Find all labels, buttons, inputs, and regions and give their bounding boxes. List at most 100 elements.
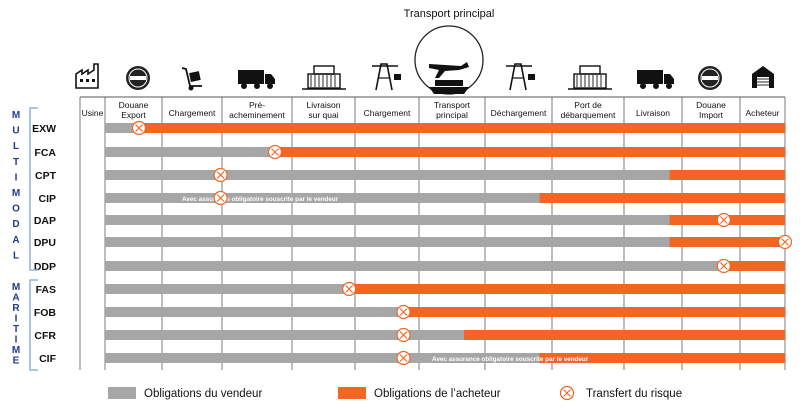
column-header: Livraison: [306, 100, 340, 110]
column-header: Chargement: [169, 108, 216, 118]
legend-buyer: Obligations de l’acheteur: [338, 387, 501, 400]
risk-transfer-marker: [396, 327, 411, 343]
risk-transfer-marker: [213, 190, 228, 206]
customs-stamp-icon: [698, 66, 722, 90]
column-header: Déchargement: [491, 108, 547, 118]
risk-transfer-marker: [716, 212, 731, 228]
risk-transfer-marker: [342, 281, 357, 297]
incoterm-code: DDP: [34, 261, 56, 273]
column-header: Douane: [696, 100, 726, 110]
risk-transfer-marker: [559, 385, 575, 401]
group-bracket: [29, 279, 38, 371]
truck-icon: [637, 70, 674, 89]
column-header: Usine: [82, 108, 104, 118]
column-header: sur quai: [308, 110, 338, 120]
group-label-letter: L: [13, 141, 19, 152]
warehouse-icon: [752, 66, 774, 88]
column-header: Transport: [434, 100, 471, 110]
seller-obligation-bar: [105, 284, 350, 294]
column-header: Chargement: [364, 108, 411, 118]
buyer-obligation-bar: [464, 330, 785, 340]
column-header: Livraison: [636, 108, 670, 118]
group-label-letter: D: [12, 219, 19, 230]
legend-seller-label: Obligations du vendeur: [144, 388, 262, 400]
group-label-letter: I: [15, 172, 18, 183]
incoterm-row-cpt: [105, 167, 785, 183]
group-label-letter: A: [12, 235, 19, 246]
legend-risk-label: Transfert du risque: [586, 388, 682, 400]
risk-transfer-marker: [267, 144, 283, 160]
customs-stamp-icon: [126, 66, 150, 90]
incoterm-row-ddp: [105, 258, 785, 274]
incoterm-code: FAS: [36, 284, 56, 296]
group-label-letter: T: [13, 157, 19, 168]
diagram-title: Transport principal: [404, 8, 495, 20]
group-label-letter: O: [12, 204, 20, 215]
truck-icon: [238, 70, 275, 89]
group-bracket: [29, 107, 38, 271]
incoterm-code: FOB: [34, 307, 57, 319]
incoterm-row-cip: Avec assurance obligatoire souscrite par…: [105, 190, 785, 206]
group-label-letter: A: [12, 293, 19, 304]
group-label-letter: I: [15, 314, 18, 325]
factory-icon: [75, 63, 99, 89]
buyer-obligation-bar: [275, 147, 785, 157]
group-label-letter: T: [13, 324, 19, 335]
seller-obligation-bar: [105, 307, 404, 317]
column-header: Acheteur: [745, 108, 779, 118]
column-header: débarquement: [561, 110, 616, 120]
risk-transfer-marker: [716, 258, 731, 274]
incoterm-code: DPU: [34, 237, 56, 249]
risk-transfer-marker: [213, 167, 228, 183]
seller-obligation-bar: [105, 330, 465, 340]
buyer-obligation-bar: [539, 353, 785, 363]
insurance-note: Avec assurance obligatoire souscrite par…: [432, 356, 589, 363]
legend-risk: Transfert du risque: [559, 385, 682, 401]
buyer-obligation-bar: [723, 261, 785, 271]
group-label-letter: U: [12, 126, 19, 137]
group-label-letter: L: [13, 250, 19, 261]
seller-obligation-bar: [105, 123, 139, 133]
buyer-obligation-bar: [669, 237, 785, 247]
buyer-obligation-bar: [403, 307, 785, 317]
seller-obligation-bar: [105, 237, 670, 247]
port-crane-icon: [506, 63, 535, 91]
incoterm-code: CIP: [38, 193, 56, 205]
incoterm-row-cif: Avec assurance obligatoire souscrite par…: [105, 350, 785, 366]
incoterm-row-dap: [105, 212, 785, 228]
group-label-letter: I: [15, 335, 18, 346]
group-label-letter: M: [12, 188, 20, 199]
seller-obligation-bar: [105, 215, 670, 225]
incoterm-code: EXW: [32, 123, 56, 135]
column-header: Pré-: [249, 100, 265, 110]
seller-obligation-bar: [105, 147, 275, 157]
incoterm-row-dpu: [105, 234, 793, 250]
buyer-obligation-bar: [349, 284, 785, 294]
port-crane-icon: [372, 63, 401, 91]
incoterm-code: CPT: [35, 170, 57, 182]
column-header: Port de: [574, 100, 602, 110]
buyer-obligation-bar: [139, 123, 785, 133]
legend-seller: Obligations du vendeur: [108, 387, 262, 400]
incoterm-row-fas: [105, 281, 785, 297]
container-stack-icon: [302, 65, 346, 90]
group-label-letter: E: [13, 356, 20, 367]
hand-truck-icon: [181, 67, 202, 91]
buyer-obligation-bar: [539, 193, 785, 203]
incoterm-row-fob: [105, 304, 785, 320]
risk-transfer-marker: [131, 120, 147, 136]
incoterm-code: FCA: [34, 147, 56, 159]
group-label-letter: M: [12, 345, 20, 356]
seller-obligation-bar: [105, 170, 670, 180]
column-header: Douane: [119, 100, 149, 110]
risk-transfer-marker: [396, 350, 411, 366]
insurance-note: Avec assurance obligatoire souscrite par…: [182, 196, 339, 203]
seller-obligation-bar: [105, 193, 540, 203]
incoterm-code: CIF: [39, 353, 57, 365]
legend-buyer-label: Obligations de l’acheteur: [374, 388, 501, 400]
incoterm-row-fca: [105, 144, 785, 160]
group-label-letter: R: [12, 303, 20, 314]
group-label-letter: M: [12, 282, 20, 293]
